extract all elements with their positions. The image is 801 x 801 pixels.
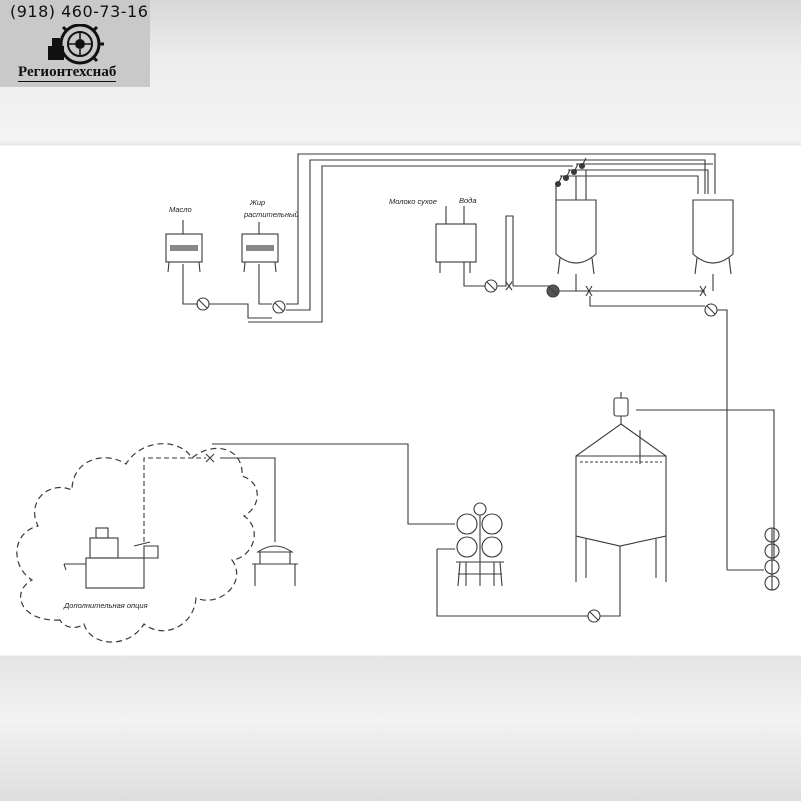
brand-name: Регионтехснаб [18,64,117,82]
label-milk: Молоко сухое [389,197,437,206]
label-fat-1: Жир [249,198,265,207]
gear-wheel-icon [48,20,104,65]
label-optional: Дополнительная опция [63,601,148,610]
filter-stack [764,527,780,591]
pump-transfer [704,303,718,317]
packaging-machine [63,527,159,589]
label-water: Вода [459,196,477,205]
homogenizer [456,502,504,587]
production-flow-diagram: Масло Жир растительный Молоко сухое Вода… [16,153,780,643]
milk-water-mixer [435,206,477,273]
fat-tank [241,222,279,273]
pump-fat [272,300,286,314]
oil-tank [165,220,203,273]
pump-storage [587,609,601,623]
pump-oil [196,297,210,311]
pump-milk [484,279,498,293]
header-badge: (918) 460-73-16 [0,0,150,87]
phone-number[interactable]: (918) 460-73-16 [10,2,149,21]
kettle-1 [555,170,597,275]
label-fat-2: растительный [243,210,300,219]
label-oil: Масло [169,205,192,214]
storage-tank [575,392,667,582]
valve-cluster [554,157,587,188]
valve-split [205,453,215,463]
kettle-2 [692,199,734,275]
pump-kettle [546,284,560,298]
filler-unit [252,526,298,586]
company-logo: Регионтехснаб [18,20,138,86]
optional-cloud [16,443,258,643]
